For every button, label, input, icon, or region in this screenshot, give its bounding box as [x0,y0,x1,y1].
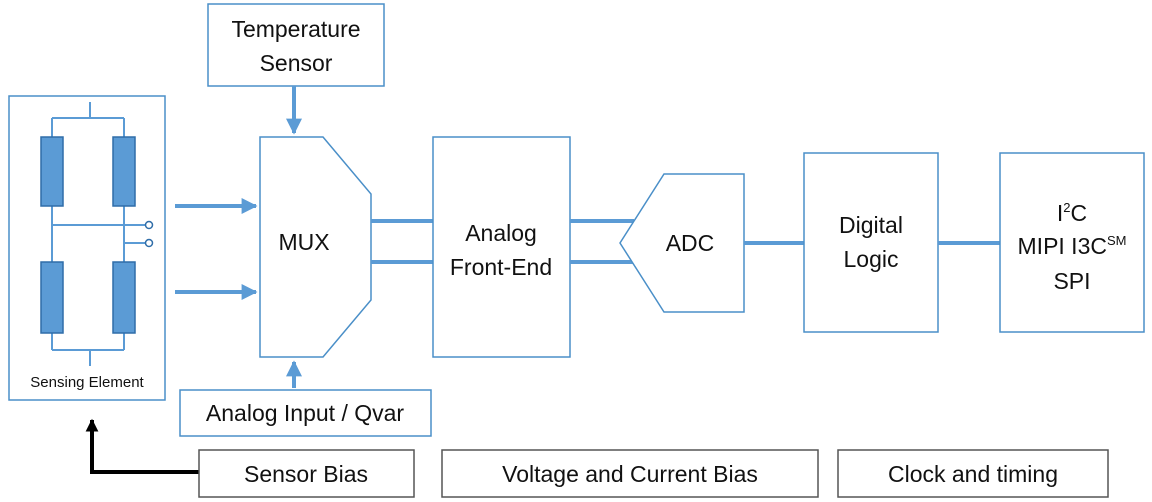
clock-timing-box: Clock and timing [837,449,1109,498]
interface-block: I2C MIPI I3CSM SPI [999,152,1145,333]
bridge-output-terminal [144,220,154,230]
bridge-wiring [51,102,147,366]
digital-logic-block: Digital Logic [803,152,939,333]
analog-input-label: Analog Input / Qvar [206,400,405,426]
adc-label: ADC [666,230,715,256]
mux-block: MUX [259,136,372,358]
resistor-icon [40,261,64,334]
resistor-icon [112,261,136,334]
sensor-bias-box: Sensor Bias [198,449,415,498]
afe-block: Analog Front-End [432,136,571,358]
temperature-sensor-label-line2: Sensor [260,50,333,76]
i3c-label: MIPI I3CSM [1018,233,1127,259]
analog-input-block: Analog Input / Qvar [179,389,432,437]
adc-block: ADC [619,173,745,313]
spi-label: SPI [1053,268,1090,294]
voltage-current-bias-label: Voltage and Current Bias [502,461,758,487]
voltage-current-bias-box: Voltage and Current Bias [441,449,819,498]
i2c-label: I2C [1057,200,1087,226]
bridge-output-terminal [144,238,154,248]
temperature-sensor-label-line1: Temperature [231,16,360,42]
resistor-icon [40,136,64,207]
digital-logic-label-line1: Digital [839,212,903,238]
sensor-bias-label: Sensor Bias [244,461,368,487]
afe-label-line2: Front-End [450,254,552,280]
temperature-sensor-block: Temperature Sensor [207,3,385,87]
sensor-bias-arrow [85,418,199,474]
afe-label-line1: Analog [465,220,537,246]
mux-label: MUX [278,229,329,255]
sensing-element-block: Sensing Element [8,95,166,401]
clock-timing-label: Clock and timing [888,461,1058,487]
resistor-icon [112,136,136,207]
digital-logic-label-line2: Logic [844,246,899,272]
sensing-element-label: Sensing Element [30,374,144,391]
